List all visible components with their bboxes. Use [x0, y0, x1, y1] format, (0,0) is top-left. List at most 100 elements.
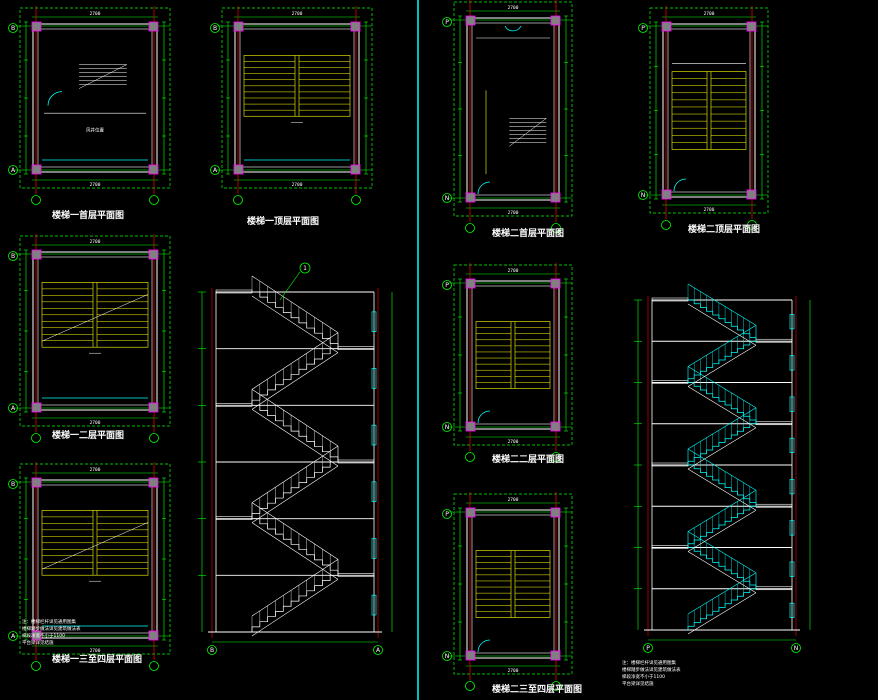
landing [337, 346, 375, 350]
column [550, 650, 561, 661]
landing [337, 459, 375, 464]
window [371, 538, 377, 559]
notes-stair1: 注：楼梯栏杆详见通用图集 楼梯踏步做法详见建筑做法表 梯段净宽不小于1100 平… [22, 618, 81, 646]
dim-text-bottom: 2700 [90, 648, 101, 654]
stair-flight [251, 461, 338, 519]
window [789, 602, 795, 618]
landing [651, 297, 689, 302]
stringer [251, 352, 339, 410]
stair-run-outline [475, 321, 551, 389]
title-stair1-floor345: 楼梯一三至四层平面图 [52, 653, 142, 665]
stair-break [41, 294, 149, 342]
axis-bubble-col-circle [551, 223, 561, 233]
wall-outer [662, 23, 756, 198]
column [31, 164, 42, 175]
dim-text-bottom: 2700 [292, 182, 303, 188]
axis-bubble-bottom-label: A [213, 167, 218, 174]
title-stair2-top: 楼梯二顶层平面图 [688, 223, 760, 235]
axis-bubble-bottom-circle [442, 193, 452, 203]
stringer [251, 522, 339, 580]
note-line: 楼梯踏步做法详见建筑做法表 [22, 625, 81, 632]
column [350, 21, 361, 32]
column [465, 421, 476, 432]
column [31, 630, 42, 641]
axis-bubble-left-circle [207, 645, 217, 655]
window [371, 368, 377, 389]
title-stair1-floor1: 楼梯一首层平面图 [52, 209, 124, 221]
dim-text-top: 2700 [508, 268, 519, 274]
window [789, 355, 795, 371]
column [465, 278, 476, 289]
axis-bubble-top-label: B [213, 25, 217, 32]
column [550, 278, 561, 289]
handrail [251, 445, 339, 503]
dim-text-top: 2700 [90, 467, 101, 473]
window [789, 314, 795, 330]
axis-bubble-bottom-circle [8, 165, 18, 175]
dim-text-bottom: 2700 [90, 420, 101, 426]
stair-flight [252, 518, 339, 576]
axis-bubble-bottom-circle [8, 403, 18, 413]
stair-run-outline [671, 71, 747, 150]
wall-inner [37, 484, 153, 634]
landing [651, 545, 689, 549]
stringer [687, 303, 757, 346]
landing [651, 380, 689, 384]
column [148, 402, 159, 413]
axis-bubble-col-circle [351, 195, 361, 205]
stringer [251, 465, 339, 523]
landing [215, 403, 253, 407]
axis-bubble-col-circle [31, 661, 41, 671]
note-line: 平台梁详见结施 [622, 680, 654, 687]
landing [755, 586, 793, 591]
column [31, 402, 42, 413]
handrail [251, 389, 339, 447]
axis-bubble-col-circle [465, 452, 475, 462]
handrail [687, 324, 757, 367]
handrail [251, 275, 339, 333]
axis-bubble-col-circle [551, 452, 561, 462]
stringer [687, 592, 757, 635]
axis-bubble-top-label: B [11, 481, 15, 488]
window [789, 396, 795, 412]
axis-bubble-col-circle [149, 661, 159, 671]
column [550, 421, 561, 432]
stair-flight [687, 423, 756, 465]
axis-bubble-left-label: P [646, 645, 650, 652]
stair-flight [688, 547, 757, 589]
window [789, 561, 795, 577]
stair-flight [688, 299, 757, 342]
door-swing [47, 91, 63, 106]
axis-bubble-bottom-label: N [445, 195, 450, 202]
column [465, 507, 476, 518]
axis-bubble-top-circle [442, 509, 452, 519]
axis-bubble-bottom-circle [8, 631, 18, 641]
handrail [687, 283, 757, 326]
stair-run-outline [475, 550, 551, 618]
note-line: 平台梁详见结施 [22, 639, 54, 646]
axis-bubble-col-circle [233, 195, 243, 205]
detail-marker-circle [299, 262, 311, 274]
leader-line [279, 271, 301, 301]
handrail [687, 448, 757, 491]
landing [215, 289, 253, 294]
stringer [687, 551, 757, 594]
column [148, 630, 159, 641]
plan-frame [453, 1, 573, 217]
note-line: 注：楼梯栏杆详见通用图集 [22, 618, 76, 625]
column [31, 249, 42, 260]
axis-bubble-col-circle [661, 220, 671, 230]
axis-bubble-top-circle [8, 251, 18, 261]
column [148, 477, 159, 488]
axis-bubble-right-circle [373, 645, 383, 655]
column [31, 21, 42, 32]
wall-inner [471, 514, 555, 654]
note-line: 梯段净宽不小于1100 [622, 673, 665, 680]
window [789, 437, 795, 453]
title-stair2-floor345: 楼梯二三至四层平面图 [492, 683, 582, 695]
plan-frame [453, 264, 573, 446]
wall-outer [466, 280, 560, 430]
axis-bubble-bottom-circle [638, 190, 648, 200]
